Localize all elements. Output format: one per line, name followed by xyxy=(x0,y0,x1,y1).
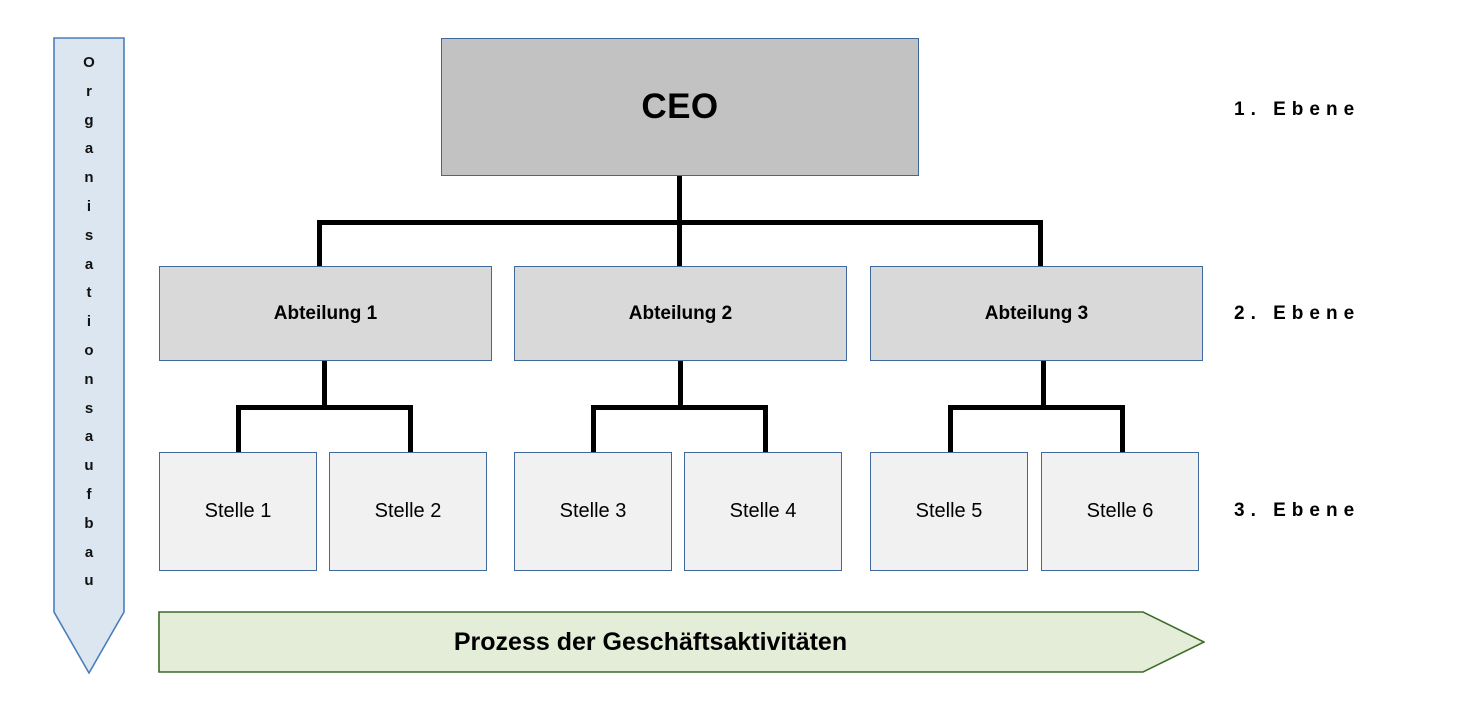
vert-letter-1: r xyxy=(86,82,92,100)
connector-dept3-stem xyxy=(1041,359,1046,409)
level-label-2: 2. Ebene xyxy=(1234,303,1361,324)
prozess-arrow: Prozess der Geschäftsaktivitäten xyxy=(158,611,1205,673)
connector-drop-dept-3 xyxy=(1038,220,1043,268)
vert-letter-17: a xyxy=(84,543,94,561)
connector-drop-stelle-6 xyxy=(1120,405,1125,453)
node-stelle-4[interactable]: Stelle 4 xyxy=(684,452,842,571)
vert-letter-4: n xyxy=(84,169,94,187)
process-arrow-shape xyxy=(158,611,1205,673)
connector-drop-stelle-3 xyxy=(591,405,596,453)
vert-letter-0: O xyxy=(83,54,95,71)
vert-letter-10: o xyxy=(84,341,94,359)
connector-dept2-bus xyxy=(591,405,768,410)
connector-dept2-stem xyxy=(678,359,683,409)
connector-drop-stelle-2 xyxy=(408,405,413,453)
level-label-3: 3. Ebene xyxy=(1234,500,1361,521)
connector-drop-stelle-5 xyxy=(948,405,953,453)
vert-letter-3: a xyxy=(84,140,94,158)
connector-drop-stelle-1 xyxy=(236,405,241,453)
node-abteilung-2[interactable]: Abteilung 2 xyxy=(514,266,847,361)
organisationsaufbau-arrow: O r g a n i s a t i o n s a u f b a u xyxy=(53,37,125,674)
connector-dept1-stem xyxy=(322,359,327,409)
connector-drop-dept-2 xyxy=(677,220,682,268)
prozess-arrow-label: Prozess der Geschäftsaktivitäten xyxy=(453,627,848,656)
node-stelle-1[interactable]: Stelle 1 xyxy=(159,452,317,571)
node-ceo[interactable]: CEO xyxy=(441,38,919,176)
vert-letter-14: u xyxy=(84,457,94,475)
vert-letter-8: t xyxy=(86,284,92,302)
vert-letter-5: i xyxy=(86,197,92,215)
vert-letter-12: s xyxy=(84,399,94,417)
vert-letter-13: a xyxy=(84,428,94,446)
vert-letter-6: s xyxy=(84,226,94,244)
node-stelle-5[interactable]: Stelle 5 xyxy=(870,452,1028,571)
node-abteilung-1[interactable]: Abteilung 1 xyxy=(159,266,492,361)
connector-drop-dept-1 xyxy=(317,220,322,268)
node-stelle-6[interactable]: Stelle 6 xyxy=(1041,452,1199,571)
connector-drop-stelle-4 xyxy=(763,405,768,453)
connector-ceo-stem xyxy=(677,175,682,222)
node-abteilung-3[interactable]: Abteilung 3 xyxy=(870,266,1203,361)
vert-letter-7: a xyxy=(84,255,94,273)
connector-dept1-bus xyxy=(236,405,413,410)
organisationsaufbau-label: O r g a n i s a t i o n s a u f b a u xyxy=(53,49,125,596)
vertical-arrow-shape xyxy=(53,37,125,674)
node-stelle-2[interactable]: Stelle 2 xyxy=(329,452,487,571)
vert-letter-15: f xyxy=(86,485,92,503)
vert-letter-16: b xyxy=(84,514,94,532)
node-stelle-3[interactable]: Stelle 3 xyxy=(514,452,672,571)
level-label-1: 1. Ebene xyxy=(1234,99,1361,120)
vert-letter-9: i xyxy=(86,313,92,331)
vert-letter-11: n xyxy=(84,370,94,388)
vert-letter-18: u xyxy=(84,572,94,590)
vert-letter-2: g xyxy=(84,111,94,129)
connector-dept3-bus xyxy=(948,405,1125,410)
